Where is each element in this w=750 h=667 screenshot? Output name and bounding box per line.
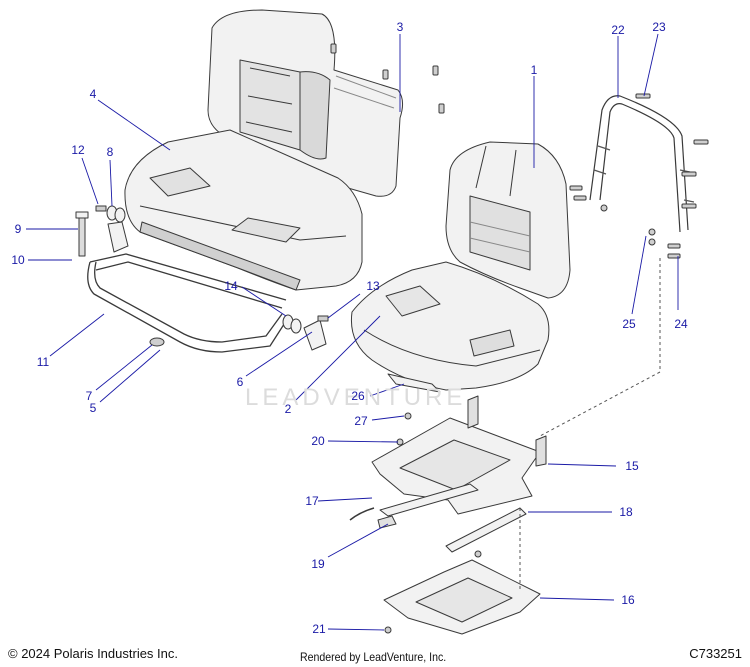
callout-7: 7 xyxy=(85,389,93,403)
frame-foot xyxy=(149,337,165,347)
seat-rail xyxy=(445,507,527,553)
bucket-seat-cushion xyxy=(350,261,550,391)
rendered-by-notice: Rendered by LeadVenture, Inc. xyxy=(300,650,447,664)
callout-5: 5 xyxy=(89,401,97,415)
bolts-group-hoop xyxy=(569,93,709,259)
slider-rails xyxy=(349,483,479,529)
leader-5 xyxy=(99,349,161,403)
leader-13 xyxy=(327,293,361,319)
callout-20: 20 xyxy=(311,434,325,448)
callout-2: 2 xyxy=(284,402,292,416)
seat-mount-bracket xyxy=(387,373,441,393)
callout-26: 26 xyxy=(351,389,365,403)
diagram-code: C733251 xyxy=(689,646,742,661)
bucket-seat-backrest xyxy=(445,141,571,299)
callout-11: 11 xyxy=(36,355,50,369)
leader-23 xyxy=(643,33,659,97)
bolts-group-backrest xyxy=(330,43,445,114)
seat-base-plate xyxy=(371,395,547,515)
leader-4 xyxy=(97,99,171,151)
callout-6: 6 xyxy=(236,375,244,389)
leader-15 xyxy=(547,463,617,467)
callout-18: 18 xyxy=(619,505,633,519)
callout-27: 27 xyxy=(354,414,368,428)
washers-and-bolt xyxy=(95,205,129,253)
callout-16: 16 xyxy=(621,593,635,607)
copyright-notice: © 2024 Polaris Industries Inc. xyxy=(8,646,178,661)
leader-19 xyxy=(327,523,389,558)
leader-21 xyxy=(327,628,385,631)
callout-10: 10 xyxy=(11,253,25,267)
callout-25: 25 xyxy=(622,317,636,331)
callout-24: 24 xyxy=(674,317,688,331)
callout-9: 9 xyxy=(14,222,22,236)
leader-2 xyxy=(295,315,381,401)
leader-20 xyxy=(327,440,399,443)
lower-mount-plate xyxy=(383,559,541,635)
callout-12: 12 xyxy=(71,143,85,157)
bench-backrest xyxy=(207,9,404,197)
callout-3: 3 xyxy=(396,20,404,34)
grab-handle xyxy=(589,95,695,233)
callout-23: 23 xyxy=(652,20,666,34)
leader-7 xyxy=(95,344,153,391)
callout-1: 1 xyxy=(530,63,538,77)
leader-25 xyxy=(631,235,647,315)
leader-11 xyxy=(49,313,105,357)
leader-17 xyxy=(317,497,373,502)
callout-15: 15 xyxy=(625,459,639,473)
leader-16 xyxy=(539,597,615,601)
callout-17: 17 xyxy=(305,494,319,508)
alignment-lines xyxy=(519,258,661,590)
nuts xyxy=(384,412,482,634)
callout-19: 19 xyxy=(311,557,325,571)
watermark: LEADVENTURE xyxy=(245,384,467,411)
leader-12 xyxy=(81,157,99,205)
leader-27 xyxy=(371,415,405,421)
callout-21: 21 xyxy=(312,622,326,636)
frame-right-hardware xyxy=(282,314,329,351)
callout-22: 22 xyxy=(611,23,625,37)
callout-13: 13 xyxy=(366,279,380,293)
bench-seat-frame xyxy=(87,253,289,353)
gas-strut xyxy=(75,211,89,257)
leader-lines xyxy=(26,33,679,631)
leader-8 xyxy=(109,159,113,207)
leader-26 xyxy=(369,383,405,397)
leader-14 xyxy=(241,286,287,317)
callout-8: 8 xyxy=(106,145,114,159)
callout-14: 14 xyxy=(224,279,238,293)
leader-6 xyxy=(245,331,313,377)
callout-4: 4 xyxy=(89,87,97,101)
